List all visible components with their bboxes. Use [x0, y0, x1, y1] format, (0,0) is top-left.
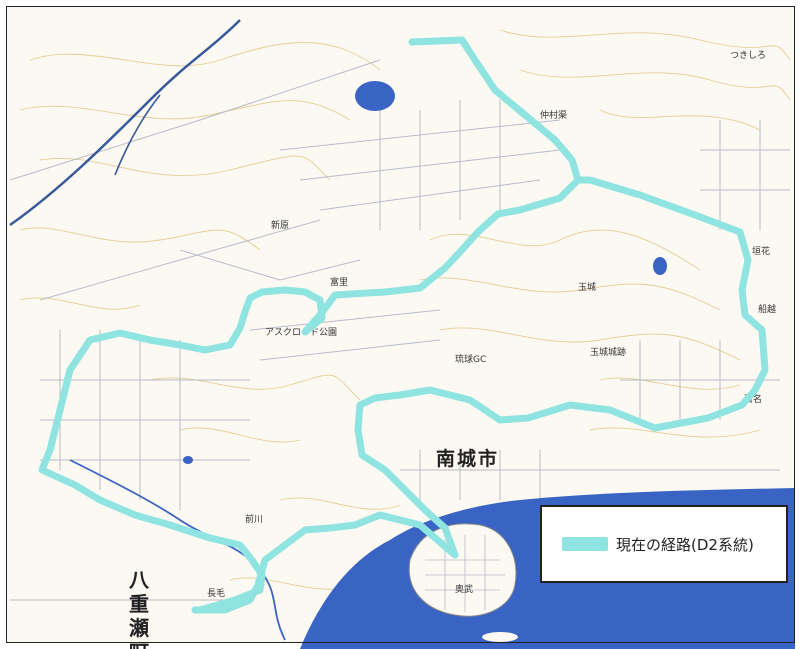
- place-label: 前川: [245, 513, 263, 525]
- place-label: 玉城: [578, 282, 596, 293]
- route-d2: [38, 36, 769, 614]
- place-label: 奥武: [455, 583, 473, 595]
- legend-label: 現在の経路(D2系統): [616, 535, 754, 554]
- highway: [9, 19, 241, 227]
- road-network: [9, 59, 790, 601]
- place-label: 垣花: [752, 245, 770, 257]
- pond: [355, 81, 395, 111]
- place-label: 新原: [271, 219, 289, 231]
- legend: 現在の経路(D2系統): [540, 505, 788, 583]
- town-label: 八重瀬町: [129, 568, 149, 649]
- place-label: 玉城城跡: [590, 346, 626, 358]
- legend-swatch: [562, 537, 608, 551]
- place-label: アスクロード公園: [265, 327, 337, 338]
- place-label: つきしろ: [730, 50, 766, 61]
- island: [408, 523, 517, 617]
- place-label: 琉球GC: [455, 353, 486, 365]
- city-label: 南城市: [436, 448, 500, 470]
- place-label: 富里: [330, 276, 348, 288]
- place-label: 仲村渠: [540, 109, 567, 121]
- place-labels: 富里 玉城 玉城城跡 琉球GC アスクロード公園 奥武 百名 船越 垣花 仲村渠…: [207, 50, 776, 599]
- place-label: 長毛: [207, 587, 225, 599]
- place-label: 船越: [758, 303, 776, 315]
